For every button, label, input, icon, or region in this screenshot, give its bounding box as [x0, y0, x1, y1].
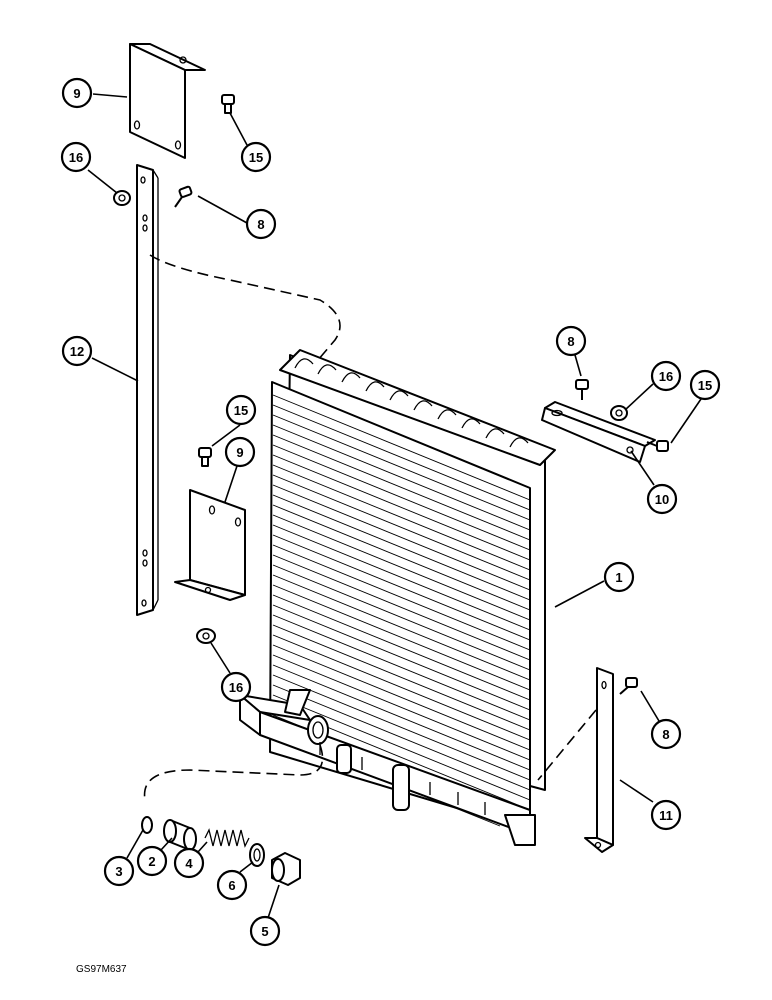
leader-c2: [160, 837, 173, 851]
radiator-manifold: [239, 689, 536, 846]
callout-2: 2: [136, 845, 168, 877]
leader-c12: [91, 357, 139, 382]
callout-4: 4: [173, 847, 205, 879]
spring-part-4: [204, 828, 250, 848]
callout-16-right: 16: [650, 360, 682, 392]
svg-text:8: 8: [567, 334, 574, 349]
leader-c8c: [640, 690, 660, 722]
callout-8-top: 8: [245, 208, 277, 240]
manifold-lugs: [319, 742, 486, 815]
strap-part-12: [136, 164, 159, 616]
screw-lower-right-part-8: [619, 677, 638, 695]
svg-text:12: 12: [70, 344, 84, 359]
svg-text:16: 16: [229, 680, 243, 695]
svg-text:15: 15: [249, 150, 263, 165]
washer-part-6: [249, 843, 265, 867]
leader-c16b: [624, 383, 654, 411]
callout-9-top: 9: [61, 77, 93, 109]
svg-text:16: 16: [69, 150, 83, 165]
leader-c1: [554, 580, 605, 608]
callout-12: 12: [61, 335, 93, 367]
leader-c6: [239, 861, 254, 873]
leader-c11: [619, 779, 654, 803]
leader-c4: [197, 841, 208, 853]
bracket-lower-right-part-11: [584, 667, 614, 853]
nut-lower-part-16: [196, 628, 216, 644]
screw-top-part-15: [221, 94, 235, 114]
nut-top-part-16: [113, 190, 131, 206]
svg-text:9: 9: [73, 86, 80, 101]
alignment-line-lower: [143, 744, 324, 801]
callout-16-top: 16: [60, 141, 92, 173]
plug-part-5: [271, 852, 301, 886]
leader-c10: [630, 450, 655, 486]
svg-text:11: 11: [659, 808, 673, 823]
bracket-right-part-10: [541, 401, 656, 463]
leader-c15c: [670, 398, 702, 444]
screw-middle-part-15: [198, 447, 212, 467]
leader-c16a: [87, 169, 118, 194]
callout-11: 11: [650, 799, 682, 831]
svg-text:16: 16: [659, 369, 673, 384]
leader-c3: [126, 829, 144, 859]
bracket-lower-part-9: [174, 489, 246, 601]
screw-top-part-8: [174, 185, 193, 208]
callout-15-middle: 15: [225, 394, 257, 426]
callout-16-lower: 16: [220, 671, 252, 703]
radiator-core-part-1: [269, 349, 556, 831]
callout-10: 10: [646, 483, 678, 515]
leader-c8b: [574, 354, 582, 377]
svg-text:4: 4: [185, 856, 193, 871]
callout-6: 6: [216, 869, 248, 901]
leader-c9b: [224, 465, 238, 503]
callout-15-right: 15: [689, 369, 721, 401]
callout-8-lower-right: 8: [650, 718, 682, 750]
alignment-line-right: [537, 709, 597, 781]
svg-text:8: 8: [257, 217, 264, 232]
svg-text:5: 5: [261, 924, 268, 939]
valve-body-part-2: [163, 819, 197, 851]
leader-c15b: [211, 424, 241, 447]
svg-text:10: 10: [655, 492, 669, 507]
svg-text:6: 6: [228, 878, 235, 893]
svg-text:9: 9: [236, 445, 243, 460]
svg-text:2: 2: [148, 854, 155, 869]
o-ring-part-3: [141, 816, 153, 834]
screw-right-part-8: [575, 379, 589, 400]
screw-right-part-15: [646, 440, 669, 452]
leader-c9a: [92, 93, 128, 98]
svg-text:1: 1: [615, 570, 622, 585]
leader-c16c: [210, 642, 231, 674]
svg-text:8: 8: [662, 727, 669, 742]
radiator-tube-bends: [294, 358, 529, 448]
svg-text:15: 15: [234, 403, 248, 418]
svg-text:3: 3: [115, 864, 122, 879]
drawing-code: GS97M637: [76, 964, 127, 975]
callout-3: 3: [103, 855, 135, 887]
bracket-top-part-9: [129, 43, 206, 159]
leader-c8a: [197, 195, 248, 224]
callout-9-lower: 9: [224, 436, 256, 468]
leader-c15a: [229, 112, 248, 146]
leader-c5: [267, 884, 280, 919]
alignment-line-upper: [149, 254, 341, 361]
svg-text:15: 15: [698, 378, 712, 393]
callout-1: 1: [603, 561, 635, 593]
callout-15-top: 15: [240, 141, 272, 173]
nut-right-part-16: [610, 405, 628, 421]
callout-5: 5: [249, 915, 281, 947]
callout-8-right: 8: [555, 325, 587, 357]
